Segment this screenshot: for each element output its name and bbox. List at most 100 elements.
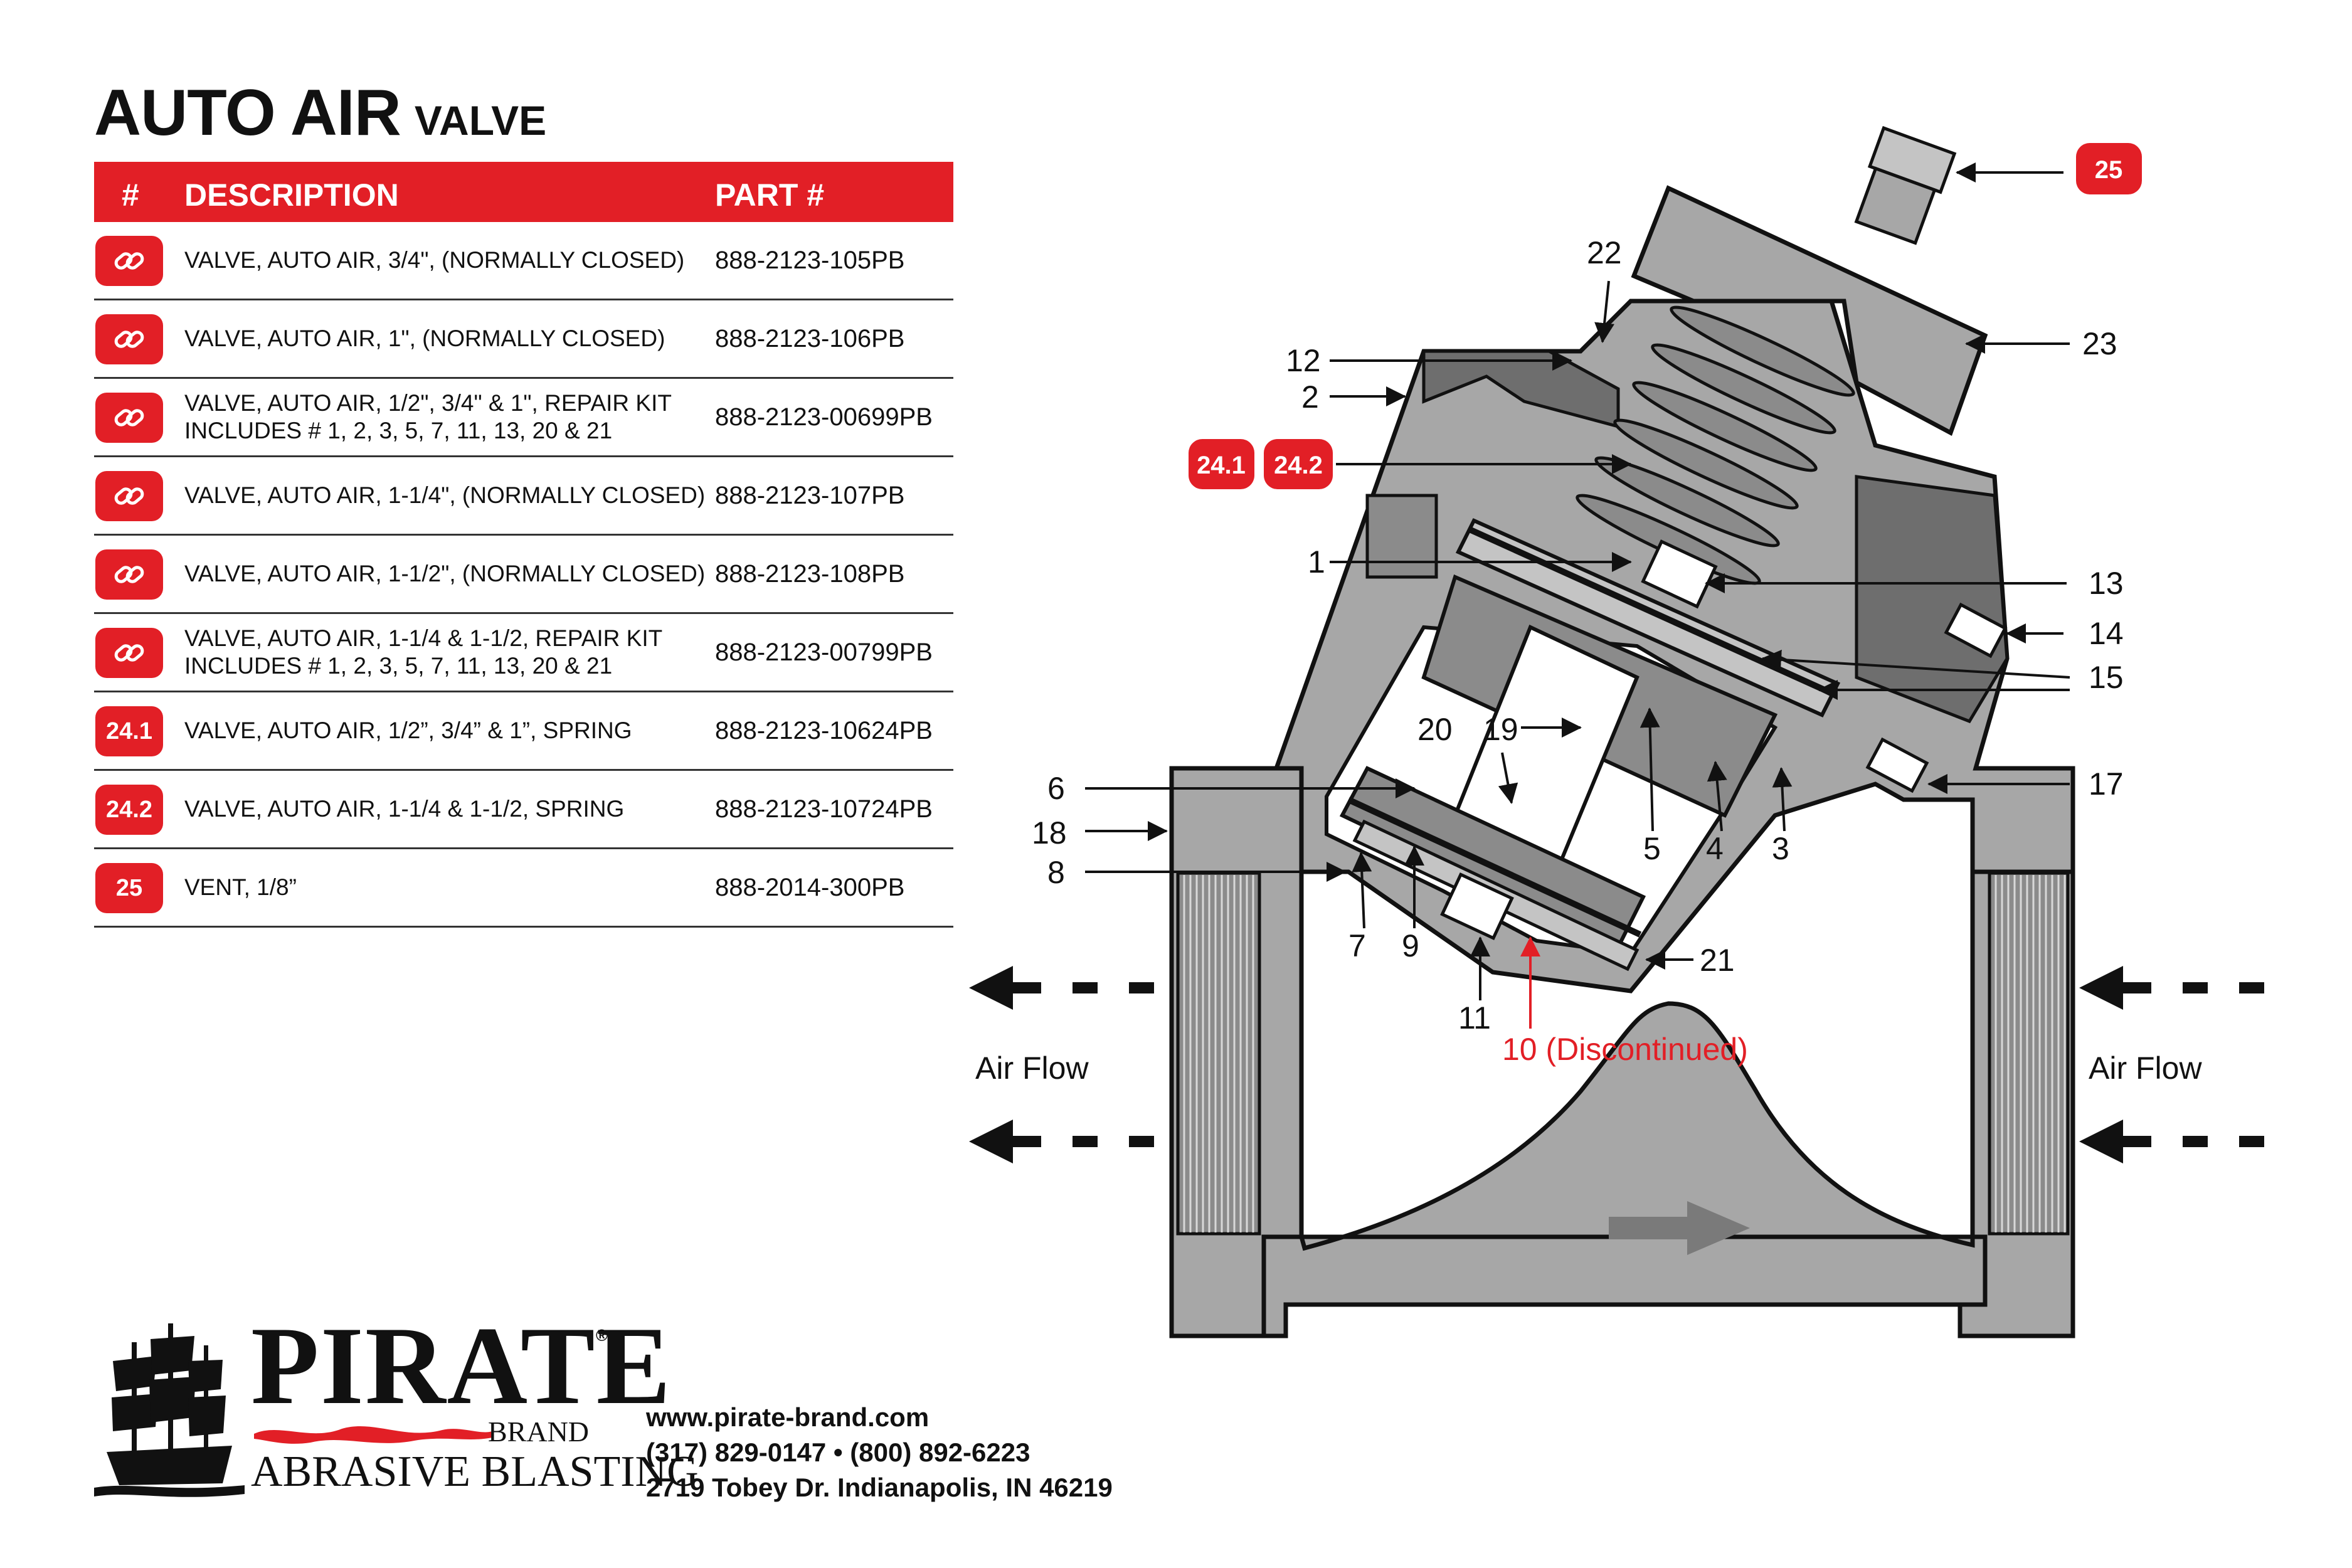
label-17: 17 [2089, 766, 2124, 802]
link-button[interactable] [95, 314, 163, 364]
label-2: 2 [1301, 379, 1319, 415]
address: 2719 Tobey Dr. Indianapolis, IN 46219 [646, 1473, 1113, 1502]
label-20: 20 [1417, 712, 1453, 747]
airflow-arrows [969, 966, 2264, 1163]
blood-splatter-icon [254, 1426, 492, 1444]
label-6: 6 [1047, 771, 1065, 806]
row-description: VALVE, AUTO AIR, 3/4", (NORMALLY CLOSED) [184, 222, 711, 299]
table-row: 25 VENT, 1/8” 888-2014-300PB [94, 849, 953, 928]
row-part-number: 888-2123-107PB [715, 481, 905, 509]
description-line: VENT, 1/8” [184, 874, 297, 901]
spring-coil [1670, 305, 1855, 397]
header-description: DESCRIPTION [184, 177, 399, 213]
callout-25-text: 25 [2095, 156, 2123, 184]
label-1: 1 [1308, 544, 1325, 580]
callout-24-1: 24.1 [1189, 439, 1254, 489]
description-line: VALVE, AUTO AIR, 3/4", (NORMALLY CLOSED) [184, 247, 685, 273]
airflow-right-label: Air Flow [2089, 1051, 2202, 1086]
parts-table: # DESCRIPTION PART # VALVE, AUTO AIR, 3/… [94, 162, 953, 928]
table-row: 24.1 VALVE, AUTO AIR, 1/2”, 3/4” & 1”, SP… [94, 692, 953, 771]
leader-lines [1085, 162, 2070, 1000]
spring-coil [1651, 343, 1836, 435]
label-19: 19 [1483, 712, 1518, 747]
link-icon [114, 409, 144, 426]
item-number-badge[interactable]: 25 [95, 863, 163, 913]
label-22: 22 [1587, 235, 1622, 270]
row-description: VALVE, AUTO AIR, 1-1/4 & 1-1/2, SPRING [184, 771, 711, 847]
link-button[interactable] [95, 393, 163, 443]
link-button[interactable] [95, 471, 163, 521]
header-part: PART # [715, 177, 825, 213]
title-sub: VALVE [414, 97, 547, 144]
label-11: 11 [1458, 1000, 1491, 1036]
brand-word: BRAND [488, 1416, 590, 1448]
spring [1576, 305, 1855, 585]
header-num: # [122, 177, 139, 213]
item-number-badge[interactable]: 24.1 [95, 706, 163, 756]
row-description: VALVE, AUTO AIR, 1-1/4 & 1-1/2, REPAIR K… [184, 614, 711, 691]
link-button[interactable] [95, 628, 163, 678]
website-link[interactable]: www.pirate-brand.com [646, 1402, 930, 1432]
item-number-badge[interactable]: 24.2 [95, 785, 163, 835]
row-part-number: 888-2014-300PB [715, 873, 905, 901]
vent-fitting [1854, 125, 1957, 245]
description-line: VALVE, AUTO AIR, 1-1/2", (NORMALLY CLOSE… [184, 561, 706, 587]
link-icon [114, 487, 144, 505]
part-labels: 12 2 22 23 1 13 14 15 17 6 18 8 20 19 5 … [1032, 235, 2124, 1067]
seat-line [1347, 797, 1642, 938]
label-4: 4 [1706, 831, 1724, 866]
link-icon [114, 566, 144, 583]
description-line: VALVE, AUTO AIR, 1/2", 3/4" & 1", REPAIR… [184, 390, 672, 416]
pirate-brand-logo: PIRATE ® BRAND ABRASIVE BLASTING [94, 1310, 699, 1505]
description-line: VALVE, AUTO AIR, 1-1/4", (NORMALLY CLOSE… [184, 482, 706, 509]
table-row: VALVE, AUTO AIR, 1-1/4", (NORMALLY CLOSE… [94, 457, 953, 536]
contact-info: www.pirate-brand.com (317) 829-0147 • (8… [646, 1400, 1113, 1505]
spring-coil [1632, 381, 1818, 472]
callout-25: 25 [2076, 143, 2142, 194]
ship-icon [94, 1323, 245, 1497]
label-10-discontinued: 10 (Discontinued) [1502, 1032, 1748, 1067]
label-14: 14 [2089, 616, 2124, 651]
label-12: 12 [1286, 343, 1321, 378]
label-8: 8 [1047, 855, 1065, 890]
row-description: VALVE, AUTO AIR, 1-1/4", (NORMALLY CLOSE… [184, 457, 711, 534]
description-line: VALVE, AUTO AIR, 1/2”, 3/4” & 1”, SPRING [184, 718, 632, 744]
label-23: 23 [2082, 326, 2117, 361]
label-21: 21 [1700, 943, 1735, 978]
row-description: VALVE, AUTO AIR, 1/2", 3/4" & 1", REPAIR… [184, 379, 711, 455]
description-line: VALVE, AUTO AIR, 1-1/4 & 1-1/2, SPRING [184, 796, 625, 822]
row-part-number: 888-2123-10724PB [715, 795, 933, 823]
table-row: 24.2 VALVE, AUTO AIR, 1-1/4 & 1-1/2, SPRI… [94, 771, 953, 849]
label-13: 13 [2089, 566, 2124, 601]
row-part-number: 888-2123-108PB [715, 559, 905, 588]
description-line: INCLUDES # 1, 2, 3, 5, 7, 11, 13, 20 & 2… [184, 418, 613, 443]
spring-coil [1594, 456, 1780, 548]
row-part-number: 888-2123-00699PB [715, 403, 933, 431]
label-9: 9 [1402, 928, 1419, 963]
callout-24-2-text: 24.2 [1274, 452, 1323, 479]
row-description: VENT, 1/8” [184, 849, 711, 926]
body-divider-wall [1298, 1001, 1975, 1251]
internal-flow-arrow [1609, 1201, 1750, 1255]
link-button[interactable] [95, 236, 163, 286]
body-bottom-bridge [1261, 1234, 1988, 1338]
label-5: 5 [1643, 831, 1661, 866]
table-body: VALVE, AUTO AIR, 3/4", (NORMALLY CLOSED)… [94, 222, 953, 928]
table-header: # DESCRIPTION PART # [94, 162, 953, 222]
table-row: VALVE, AUTO AIR, 1/2", 3/4" & 1", REPAIR… [94, 379, 953, 457]
callout-24-2: 24.2 [1264, 439, 1333, 489]
table-row: VALVE, AUTO AIR, 1-1/4 & 1-1/2, REPAIR K… [94, 614, 953, 692]
row-part-number: 888-2123-00799PB [715, 638, 933, 666]
spring-coil [1613, 418, 1799, 510]
brand-name: PIRATE [251, 1303, 672, 1428]
callout-24-1-text: 24.1 [1197, 452, 1246, 479]
row-description: VALVE, AUTO AIR, 1", (NORMALLY CLOSED) [184, 300, 711, 377]
link-icon [114, 331, 144, 348]
description-line: INCLUDES # 1, 2, 3, 5, 7, 11, 13, 20 & 2… [184, 653, 613, 679]
table-row: VALVE, AUTO AIR, 1", (NORMALLY CLOSED)88… [94, 300, 953, 379]
link-icon [114, 252, 144, 270]
link-button[interactable] [95, 549, 163, 600]
phone-numbers: (317) 829-0147 • (800) 892-6223 [646, 1438, 1030, 1467]
